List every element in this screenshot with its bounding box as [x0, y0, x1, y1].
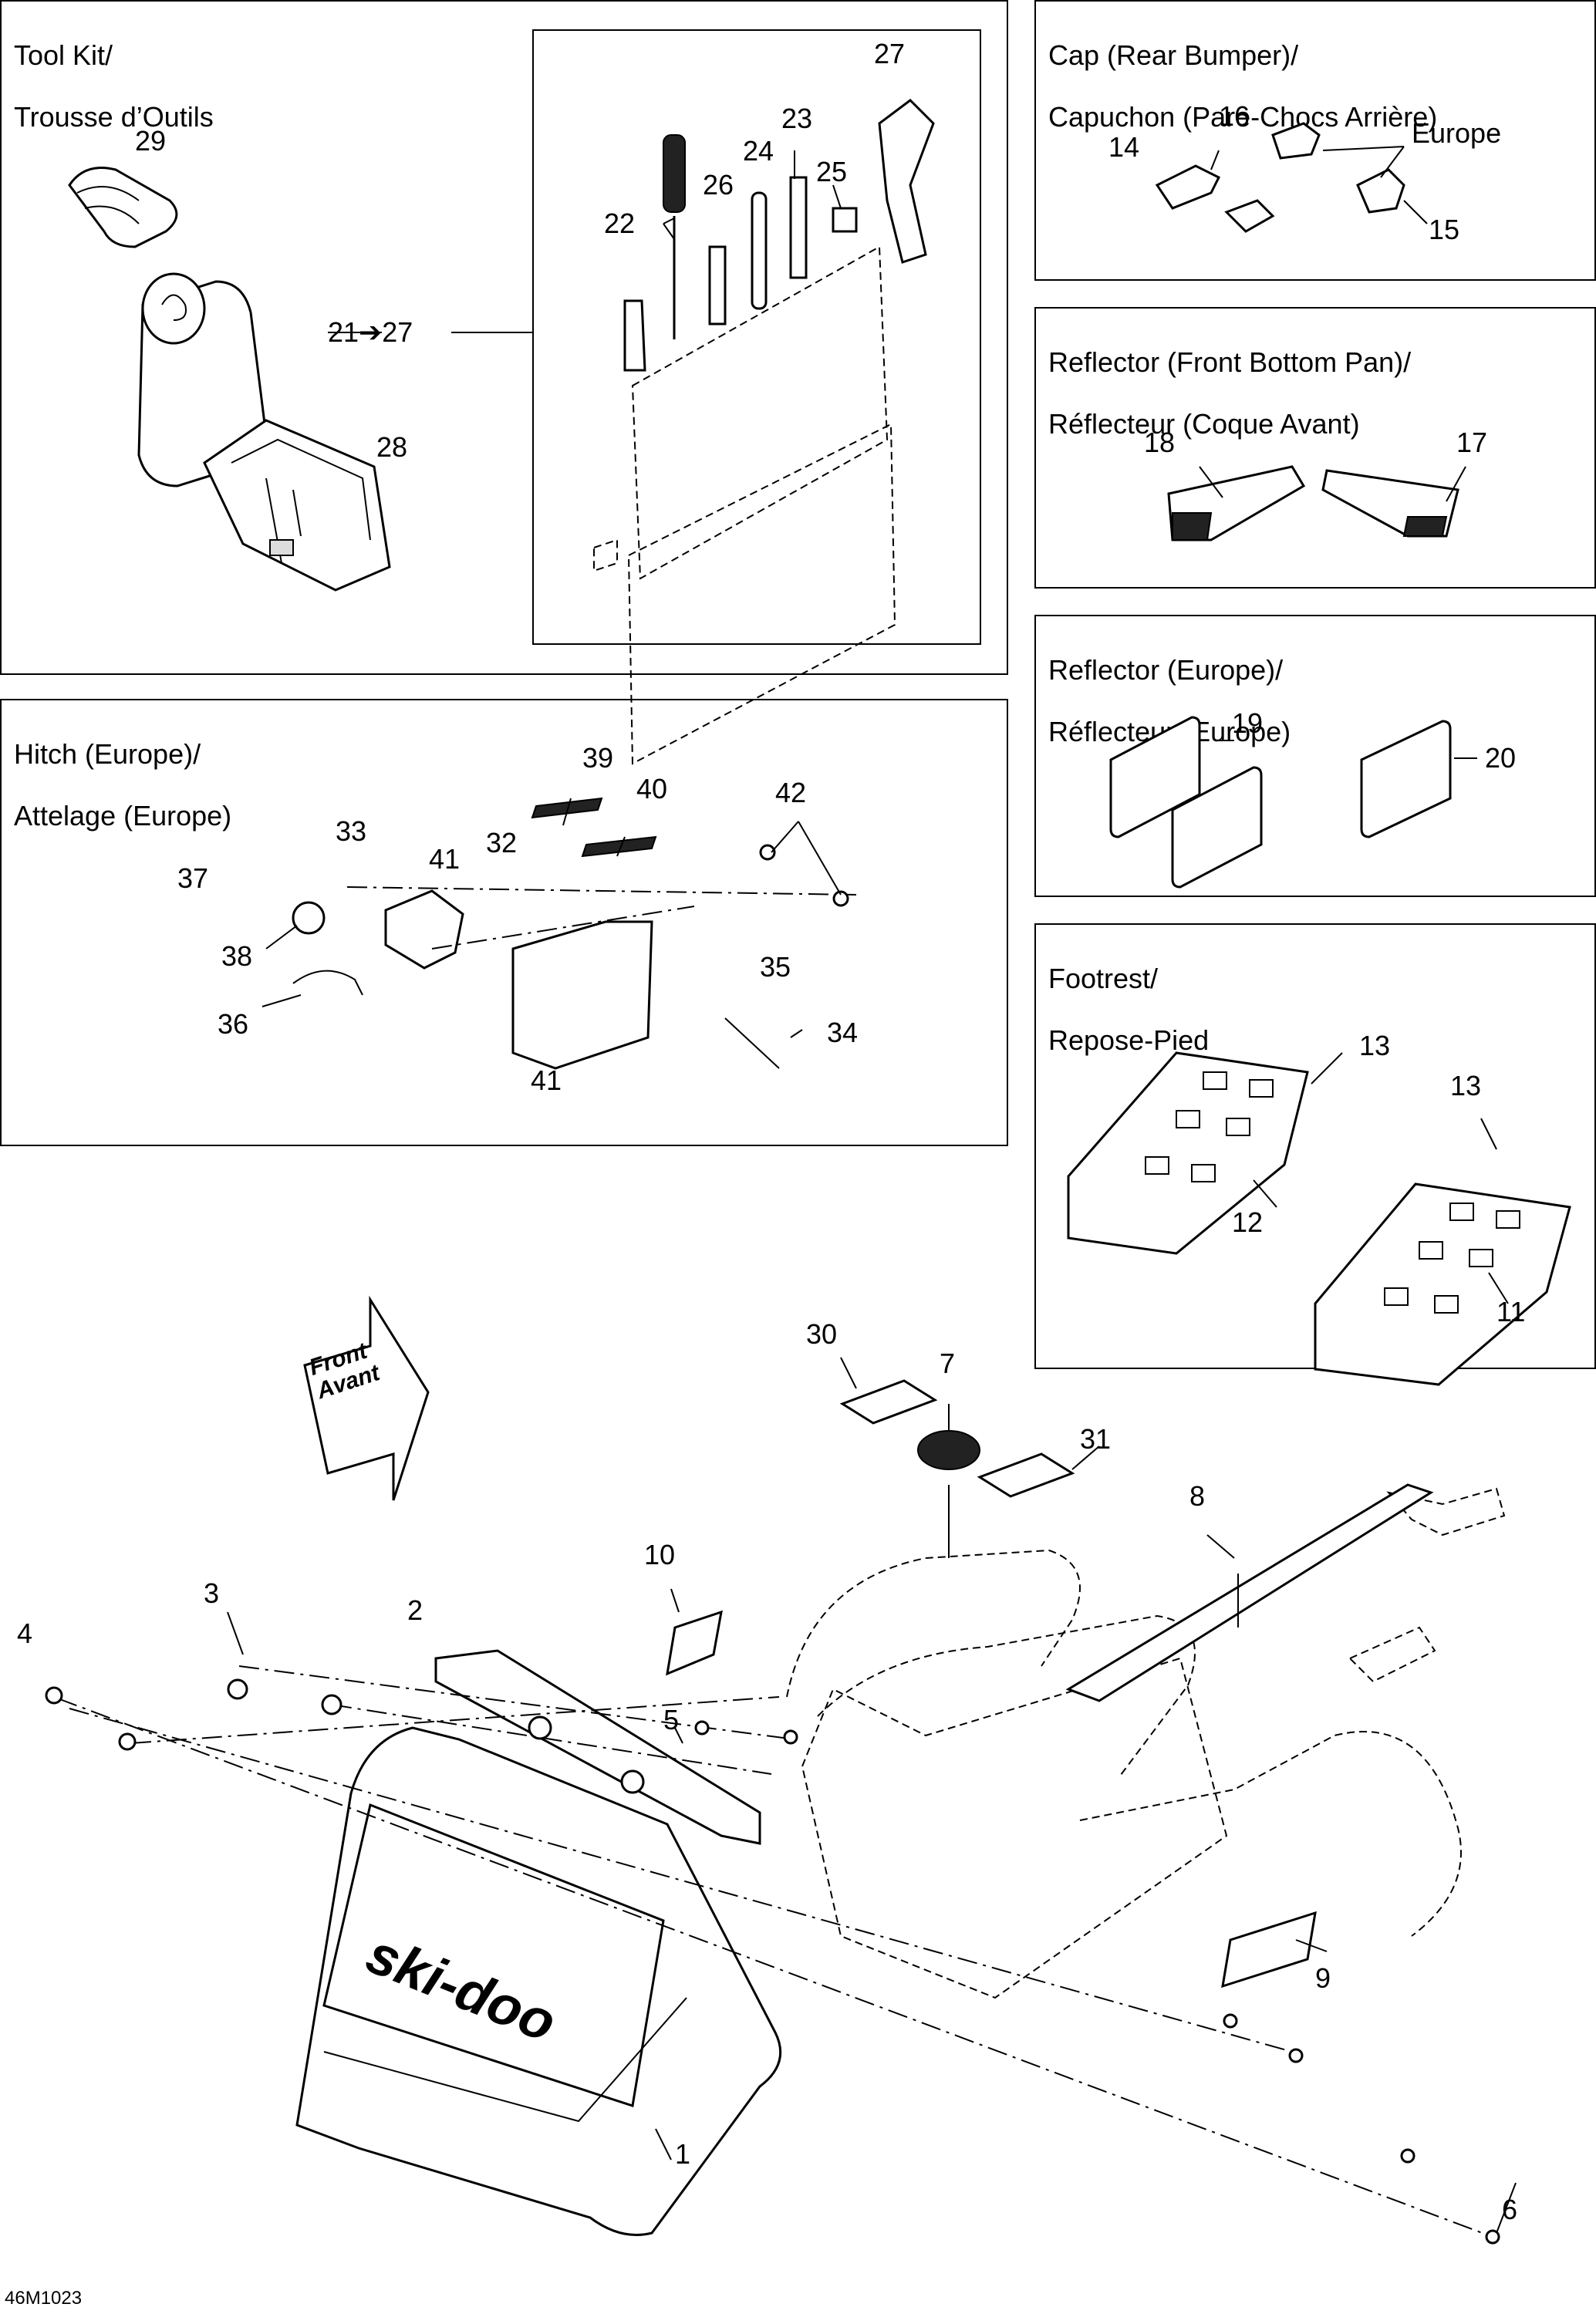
callout-32: 32	[486, 827, 518, 858]
fastener-lines	[45, 1485, 1500, 2245]
panel-title: Reflector (Front Bottom Pan)/ Réflecteur…	[1048, 316, 1411, 471]
callout-9: 9	[1315, 1962, 1331, 1994]
callout-25: 25	[816, 156, 848, 187]
callout-24: 24	[743, 135, 774, 167]
callout-4: 4	[17, 1617, 33, 1649]
decal-parts	[666, 1379, 1317, 1988]
tool-set-part	[623, 99, 935, 372]
callout-38: 38	[221, 940, 253, 972]
callout-16: 16	[1219, 100, 1250, 132]
callout-14: 14	[1108, 131, 1140, 163]
callout-27: 27	[874, 38, 906, 69]
drawing-code: 46M1023	[5, 2288, 83, 2309]
panel-tool-kit: Tool Kit/ Trousse d’Outils	[0, 0, 1008, 675]
hitch-parts	[292, 797, 857, 1070]
callout-6: 6	[1502, 2194, 1518, 2225]
callout-8: 8	[1189, 1480, 1206, 1512]
callout-40: 40	[636, 773, 668, 805]
reflector-europe-parts	[1109, 716, 1477, 889]
tool-strap-part	[68, 167, 178, 248]
title-line-1: Cap (Rear Bumper)/	[1048, 39, 1299, 71]
title-line-1: Reflector (Front Bottom Pan)/	[1048, 346, 1412, 378]
title-line-2: Repose-Pied	[1048, 1024, 1210, 1056]
panel-tool-kit-inner	[532, 29, 981, 645]
callout-11: 11	[1496, 1296, 1526, 1327]
title-line-2: Capuchon (Pare-Chocs Arrière)	[1048, 101, 1438, 133]
panel-title: Tool Kit/ Trousse d’Outils	[14, 9, 214, 164]
title-line-2: Attelage (Europe)	[14, 800, 232, 831]
callout-17: 17	[1456, 427, 1488, 458]
callout-12: 12	[1232, 1206, 1264, 1238]
callout-20: 20	[1485, 742, 1517, 774]
front-direction-arrow	[303, 1295, 430, 1501]
callout-31: 31	[1080, 1423, 1112, 1455]
callout-7: 7	[940, 1348, 956, 1379]
stiffener-part	[434, 1649, 761, 1845]
callout-41-top: 41	[429, 843, 461, 875]
panel-title: Footrest/ Repose-Pied	[1048, 933, 1209, 1087]
callout-23: 23	[781, 103, 813, 134]
callout-33: 33	[336, 815, 367, 847]
callout-39: 39	[582, 742, 614, 774]
callout-10: 10	[644, 1539, 676, 1570]
callout-36: 36	[218, 1008, 249, 1040]
callout-13-left: 13	[1359, 1030, 1391, 1061]
callout-13-right: 13	[1450, 1070, 1482, 1101]
callout-42: 42	[775, 777, 807, 808]
reflector-front-parts	[1167, 465, 1459, 541]
title-line-1: Reflector (Europe)/	[1048, 654, 1284, 686]
callout-15: 15	[1429, 214, 1460, 245]
title-line-2: Trousse d’Outils	[14, 101, 214, 133]
cap-region-label: Europe	[1412, 117, 1502, 149]
callout-21-27: 21➔27	[328, 316, 413, 348]
callout-3: 3	[204, 1577, 220, 1609]
title-line-1: Footrest/	[1048, 963, 1159, 994]
callout-34: 34	[827, 1017, 859, 1048]
frame-assembly	[786, 1487, 1506, 1999]
bumper-strip-part	[1065, 1483, 1434, 1702]
panel-cap: Cap (Rear Bumper)/ Capuchon (Pare-Chocs …	[1034, 0, 1596, 281]
panel-title: Reflector (Europe)/ Réflecteur (Europe)	[1048, 624, 1291, 778]
tool-pouch-part	[593, 245, 896, 765]
callout-30: 30	[806, 1318, 838, 1350]
snow-flap-part	[295, 1726, 782, 2236]
tool-roll-part	[137, 272, 268, 487]
callout-22: 22	[604, 207, 636, 239]
footrest-parts	[1067, 1051, 1571, 1386]
callout-37: 37	[177, 862, 209, 894]
callout-41-bottom: 41	[531, 1064, 562, 1096]
panel-title: Cap (Rear Bumper)/ Capuchon (Pare-Chocs …	[1048, 9, 1437, 164]
title-line-1: Hitch (Europe)/	[14, 738, 201, 770]
tool-box-part	[203, 419, 391, 592]
cap-parts	[1155, 122, 1405, 233]
callout-29: 29	[135, 125, 167, 157]
callout-2: 2	[407, 1594, 423, 1626]
callout-26: 26	[703, 169, 734, 201]
panel-reflector-front: Reflector (Front Bottom Pan)/ Réflecteur…	[1034, 307, 1596, 589]
callout-18: 18	[1144, 427, 1176, 458]
title-line-2: Réflecteur (Coque Avant)	[1048, 408, 1360, 440]
callout-1: 1	[675, 2138, 691, 2170]
callout-19: 19	[1232, 707, 1264, 739]
panel-title: Hitch (Europe)/ Attelage (Europe)	[14, 708, 231, 862]
callout-leaders	[227, 150, 1517, 2234]
callout-5: 5	[663, 1704, 680, 1736]
panel-hitch: Hitch (Europe)/ Attelage (Europe)	[0, 699, 1008, 1146]
callout-35: 35	[760, 951, 791, 983]
title-line-1: Tool Kit/	[14, 39, 113, 71]
title-line-2: Réflecteur (Europe)	[1048, 716, 1291, 747]
callout-28: 28	[376, 431, 408, 463]
panel-reflector-europe: Reflector (Europe)/ Réflecteur (Europe)	[1034, 615, 1596, 897]
